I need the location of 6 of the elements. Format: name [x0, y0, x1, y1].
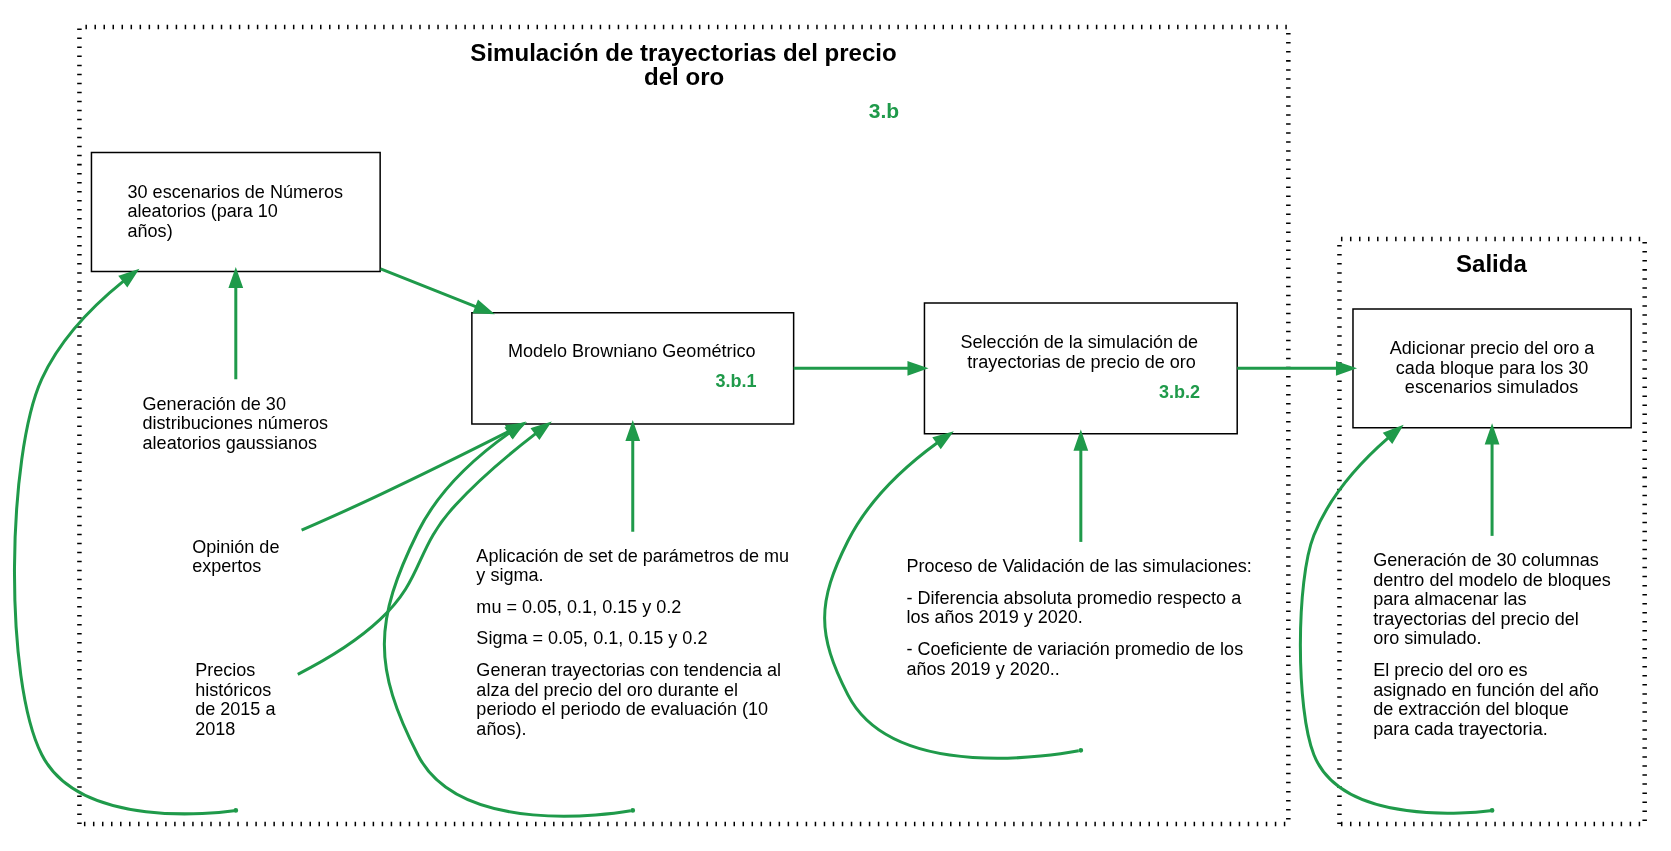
node-text: Proceso de Validación de las simulaciones: - Diferencia absoluta promedio respecto a los años 2019 y 2020. - Coeficiente de variación promedio de los años 2019 y 2020.. [906, 556, 1252, 679]
node-text: Generación de 30 columnas dentro del modelo de bloques para almacenar las trayectorias del precio del oro simulado. El precio del oro es asignado en función del año de extracción del bloque para cada trayectoria. [1373, 550, 1611, 739]
node-text: Generación de 30 distribuciones números aleatorios gaussianos [142, 393, 328, 453]
node-text: Precios históricos de 2015 a 2018 [195, 660, 276, 739]
node-text: Opinión de expertos [192, 536, 280, 577]
node-text: Aplicación de set de parámetros de mu y sigma. mu = 0.05, 0.1, 0.15 y 0.2 Sigma = 0.05, 0.1, 0.15 y 0.2 Generan trayectorias con tendencia al alza del precio del oro durante el periodo el periodo de evaluación (10 años). [476, 545, 790, 739]
